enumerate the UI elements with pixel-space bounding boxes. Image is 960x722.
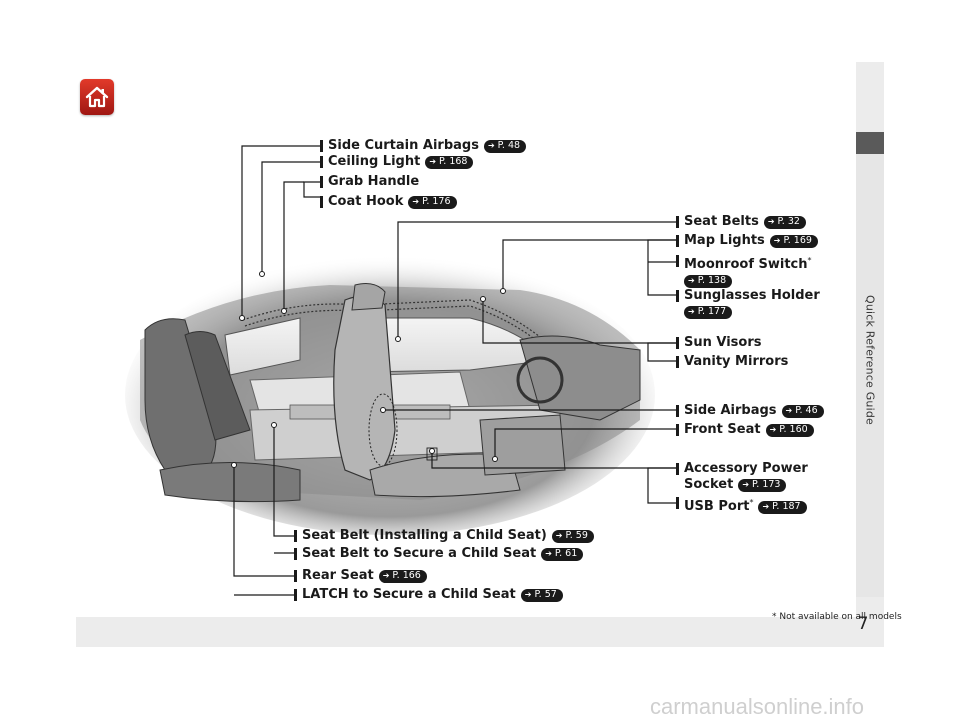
callout-marker — [676, 290, 679, 302]
callout-marker — [294, 589, 297, 601]
callout-sunglasses-holder: Sunglasses Holder ➔P. 177 — [676, 288, 820, 320]
callout-sun-visors: Sun Visors — [676, 335, 762, 351]
callout-label: LATCH to Secure a Child Seat — [302, 587, 516, 602]
arrow-icon: ➔ — [773, 236, 781, 245]
callout-label: Sunglasses Holder — [684, 288, 820, 303]
callout-marker — [676, 463, 679, 475]
callout-label: Grab Handle — [328, 174, 420, 189]
arrow-icon: ➔ — [545, 549, 552, 558]
footnote-marker: * — [807, 256, 812, 265]
page-ref-link[interactable]: ➔P. 32 — [763, 215, 806, 229]
callout-label: Rear Seat — [302, 568, 374, 583]
callout-marker — [294, 530, 297, 542]
arrow-icon: ➔ — [524, 590, 532, 599]
arrow-icon: ➔ — [785, 406, 793, 415]
watermark: carmanualsonline.info — [650, 694, 865, 719]
callout-marker — [320, 156, 323, 168]
page-ref-link[interactable]: ➔P. 166 — [378, 569, 427, 583]
callout-marker — [320, 140, 323, 152]
callout-marker — [676, 424, 679, 436]
callout-label-line2: Socket — [684, 477, 734, 492]
side-tab-marker — [856, 132, 884, 154]
page-ref-link[interactable]: ➔P. 46 — [781, 404, 824, 418]
page-ref-link[interactable]: ➔P. 160 — [765, 423, 814, 437]
arrow-icon: ➔ — [487, 141, 495, 150]
page-ref-link[interactable]: ➔P. 176 — [408, 195, 457, 209]
callout-seat-belt-secure: Seat Belt to Secure a Child Seat ➔P. 61 — [294, 546, 584, 562]
page-ref-link[interactable]: ➔P. 169 — [769, 234, 818, 248]
callout-label: Coat Hook — [328, 194, 404, 209]
footnote-marker: * — [749, 498, 754, 507]
page-ref-link[interactable]: ➔P. 61 — [541, 547, 584, 561]
callout-label: USB Port — [684, 499, 750, 514]
side-tab[interactable] — [856, 132, 884, 597]
callout-marker — [676, 405, 679, 417]
callout-ceiling-light: Ceiling Light ➔P. 168 — [320, 154, 474, 170]
callout-label: Accessory Power — [684, 461, 808, 476]
callout-label: Ceiling Light — [328, 154, 421, 169]
callout-label: Side Curtain Airbags — [328, 138, 479, 153]
page-ref-link[interactable]: ➔P. 187 — [758, 500, 807, 514]
home-button[interactable] — [80, 79, 114, 115]
callout-moonroof-switch: Moonroof Switch* ➔P. 138 — [676, 253, 812, 289]
callout-vanity-mirrors: Vanity Mirrors — [676, 354, 788, 370]
arrow-icon: ➔ — [762, 502, 770, 511]
callout-coat-hook: Coat Hook ➔P. 176 — [320, 194, 457, 210]
callout-label: Vanity Mirrors — [684, 354, 789, 369]
callout-label: Seat Belts — [684, 214, 759, 229]
footnote: * Not available on all models — [772, 612, 902, 622]
callout-seat-belts: Seat Belts ➔P. 32 — [676, 214, 806, 230]
page-ref-link[interactable]: ➔P. 48 — [483, 139, 527, 153]
callout-side-airbags: Side Airbags ➔P. 46 — [676, 403, 824, 419]
arrow-icon: ➔ — [767, 217, 775, 226]
callout-label: Map Lights — [684, 233, 765, 248]
callout-marker — [676, 497, 679, 509]
arrow-icon: ➔ — [769, 425, 777, 434]
page-ref-link[interactable]: ➔P. 59 — [551, 529, 594, 543]
callout-marker — [294, 548, 297, 560]
callout-marker — [676, 255, 679, 267]
callout-marker — [320, 176, 323, 188]
page-ref-link[interactable]: ➔P. 173 — [738, 478, 787, 492]
callout-grab-handle: Grab Handle — [320, 174, 419, 190]
callout-label: Sun Visors — [684, 335, 762, 350]
page-ref-link[interactable]: ➔P. 168 — [425, 155, 474, 169]
callout-seat-belt-installing: Seat Belt (Installing a Child Seat) ➔P. 5… — [294, 528, 594, 544]
arrow-icon: ➔ — [555, 531, 563, 540]
callout-marker — [676, 337, 679, 349]
arrow-icon: ➔ — [429, 157, 437, 166]
callout-side-curtain-airbags: Side Curtain Airbags ➔P. 48 — [320, 138, 527, 154]
callout-label: Front Seat — [684, 422, 761, 437]
callout-marker — [676, 356, 679, 368]
arrow-icon: ➔ — [742, 480, 750, 489]
callout-rear-seat: Rear Seat ➔P. 166 — [294, 568, 427, 584]
callout-marker — [676, 235, 679, 247]
home-icon — [85, 86, 109, 108]
side-tab-label: Quick Reference Guide — [863, 295, 877, 425]
arrow-icon: ➔ — [382, 571, 390, 580]
callout-map-lights: Map Lights ➔P. 169 — [676, 233, 818, 249]
page-ref-link[interactable]: ➔P. 177 — [684, 305, 733, 319]
callout-marker — [294, 570, 297, 582]
callout-front-seat: Front Seat ➔P. 160 — [676, 422, 814, 438]
callout-marker — [320, 196, 323, 208]
page-ref-link[interactable]: ➔P. 138 — [684, 274, 733, 288]
callout-label: Side Airbags — [684, 403, 777, 418]
callout-label: Seat Belt to Secure a Child Seat — [302, 546, 537, 561]
arrow-icon: ➔ — [688, 307, 695, 316]
callout-usb-port: USB Port* ➔P. 187 — [676, 495, 807, 515]
callout-label: Moonroof Switch — [684, 257, 808, 272]
arrow-icon: ➔ — [412, 197, 420, 206]
callout-label: Seat Belt (Installing a Child Seat) — [302, 528, 547, 543]
callout-marker — [676, 216, 679, 228]
page-ref-link[interactable]: ➔P. 57 — [520, 588, 563, 602]
callout-latch: LATCH to Secure a Child Seat ➔P. 57 — [294, 587, 563, 603]
page-number: 7 — [857, 614, 869, 634]
arrow-icon: ➔ — [688, 276, 695, 285]
